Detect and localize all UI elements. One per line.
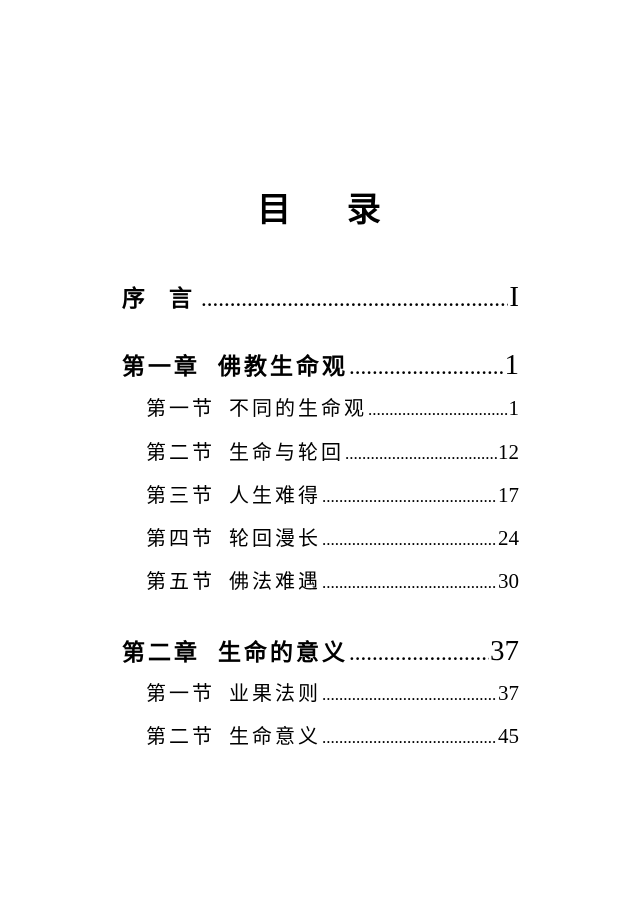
toc-entry-label: 第二节生命与轮回 xyxy=(146,438,344,466)
toc-page-number: 1 xyxy=(504,349,520,381)
toc-entry-label: 第五节佛法难遇 xyxy=(146,567,321,595)
section-number: 第一节 xyxy=(146,396,215,420)
section-title: 业果法则 xyxy=(229,681,321,705)
chapter-number: 第二章 xyxy=(122,639,200,666)
toc-entry-label: 第一章佛教生命观 xyxy=(122,352,348,382)
toc-entry-section[interactable]: 第一节不同的生命观 ..............................… xyxy=(146,394,519,424)
toc-entry-section[interactable]: 第一节业果法则 ................................… xyxy=(146,679,519,709)
leader-dots: ........................................… xyxy=(345,444,497,463)
section-number: 第三节 xyxy=(146,483,215,507)
toc-entry-label: 序 言 xyxy=(122,285,201,312)
leader-dots: ........................................… xyxy=(349,354,504,379)
section-number: 第一节 xyxy=(146,681,215,705)
section-title: 不同的生命观 xyxy=(229,396,367,420)
toc-entry-label: 第三节人生难得 xyxy=(146,481,321,509)
toc-entry-label: 第一节不同的生命观 xyxy=(146,394,367,422)
leader-dots: ........................................… xyxy=(349,640,489,665)
toc-page-number: 12 xyxy=(498,440,519,464)
section-title: 生命意义 xyxy=(229,724,321,748)
toc-page-number: 37 xyxy=(490,635,519,667)
section-title: 轮回漫长 xyxy=(229,526,321,550)
leader-dots: ........................................… xyxy=(201,286,508,311)
toc-entry-section[interactable]: 第二节生命意义 ................................… xyxy=(146,722,519,752)
chapter-title: 佛教生命观 xyxy=(218,353,348,380)
toc-page-number: 24 xyxy=(498,526,519,550)
leader-dots: ........................................… xyxy=(322,487,497,506)
section-number: 第二节 xyxy=(146,724,215,748)
chapter-number: 第一章 xyxy=(122,353,200,380)
leader-dots: ........................................… xyxy=(322,685,497,704)
toc-page-number: I xyxy=(509,281,519,313)
section-number: 第二节 xyxy=(146,440,215,464)
toc-entry-section[interactable]: 第四节轮回漫长 ................................… xyxy=(146,524,519,554)
toc-page-number: 1 xyxy=(508,396,520,420)
toc-entry-section[interactable]: 第五节佛法难遇 ................................… xyxy=(146,567,519,597)
section-number: 第五节 xyxy=(146,569,215,593)
toc-page-number: 30 xyxy=(498,569,519,593)
toc-page-number: 17 xyxy=(498,483,519,507)
leader-dots: ........................................… xyxy=(322,573,497,592)
section-title: 人生难得 xyxy=(229,483,321,507)
toc-page-number: 37 xyxy=(498,681,519,705)
section-title: 生命与轮回 xyxy=(229,440,344,464)
page-title: 目 录 xyxy=(257,190,403,230)
toc-entry-label: 第四节轮回漫长 xyxy=(146,524,321,552)
leader-dots: ........................................… xyxy=(322,728,497,747)
toc-entry-section[interactable]: 第二节生命与轮回 ...............................… xyxy=(146,438,519,468)
leader-dots: ........................................… xyxy=(368,400,508,419)
toc-entry-label: 第二章生命的意义 xyxy=(122,638,348,668)
toc-entry-label: 第一节业果法则 xyxy=(146,679,321,707)
toc-page-number: 45 xyxy=(498,724,519,748)
section-title: 佛法难遇 xyxy=(229,569,321,593)
chapter-title: 生命的意义 xyxy=(218,639,348,666)
toc-entry-preface[interactable]: 序 言 ....................................… xyxy=(122,282,519,314)
toc-entry-label: 第二节生命意义 xyxy=(146,722,321,750)
leader-dots: ........................................… xyxy=(322,530,497,549)
section-number: 第四节 xyxy=(146,526,215,550)
toc-entry-section[interactable]: 第三节人生难得 ................................… xyxy=(146,481,519,511)
